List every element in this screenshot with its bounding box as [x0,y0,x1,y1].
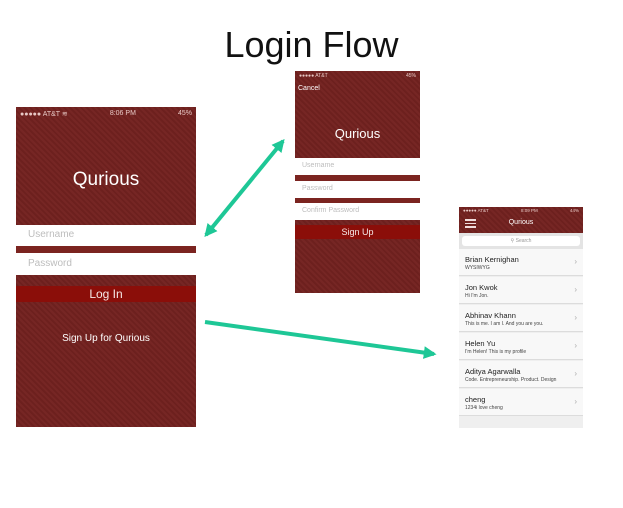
chevron-right-icon: › [574,257,577,266]
field-divider [295,175,420,181]
status-time: 8:06 PM [109,110,136,117]
user-name: Brian Kernighan [465,255,519,264]
search-input[interactable]: ⚲ Search [462,236,580,246]
status-carrier: ●●●●● AT&T [463,208,489,213]
status-battery: 45% [405,73,416,79]
password-field[interactable]: Password [16,253,196,275]
chevron-right-icon: › [574,369,577,378]
user-bio: WYSIWYG [465,265,490,271]
login-footer: Log In Sign Up for Qurious [16,275,196,427]
status-bar: ●●●●● AT&T 45% [295,73,420,79]
chevron-right-icon: › [574,397,577,406]
username-field[interactable]: Username [16,225,196,246]
confirm-password-field[interactable]: Confirm Password [295,203,420,220]
signup-link[interactable]: Sign Up for Qurious [62,333,150,344]
user-bio: 1234i love cheng [465,405,503,411]
search-bar-area: ⚲ Search [459,233,583,249]
user-bio: Hi I'm Jon. [465,293,489,299]
user-name: cheng [465,395,486,404]
user-bio: This is me. I am I. And you are you. [465,321,544,327]
status-battery: 44% [569,208,579,213]
login-screen: ●●●●● AT&T ≋ 8:06 PM 45% Qurious Usernam… [16,107,196,427]
signup-footer: Sign Up [295,220,420,293]
signup-button[interactable]: Sign Up [295,225,420,239]
search-icon: ⚲ [510,238,515,244]
username-field[interactable]: Username [295,158,420,175]
nav-bar: ●●●●● AT&T 8:09 PM 44% Qurious [459,207,583,233]
user-bio: I'm Helen! This is my profile [465,349,527,355]
user-name: Jon Kwok [465,283,498,292]
chevron-right-icon: › [574,341,577,350]
field-divider [16,246,196,253]
login-button[interactable]: Log In [16,286,196,302]
search-placeholder: Search [515,238,532,244]
signup-header: ●●●●● AT&T 45% Cancel Qurious [295,71,420,158]
app-logo-text: Qurious [72,169,140,190]
signup-screen: ●●●●● AT&T 45% Cancel Qurious Username P… [295,71,420,293]
diagram-title: Login Flow [224,24,399,65]
user-bio: Code. Entrepreneurship. Product. Design [465,377,557,383]
user-name: Aditya Agarwalla [465,367,521,376]
user-list-screen: ●●●●● AT&T 8:09 PM 44% Qurious ⚲ Search … [459,207,583,428]
login-list-arrow [204,320,437,359]
login-signup-arrow [204,139,285,237]
chevron-right-icon: › [574,313,577,322]
nav-title: Qurious [508,219,534,226]
status-bar: ●●●●● AT&T ≋ 8:06 PM 45% [16,110,196,118]
status-carrier: ●●●●● AT&T ≋ [20,111,68,118]
password-field[interactable]: Password [295,181,420,198]
hamburger-menu-icon[interactable] [465,219,476,228]
status-time: 8:09 PM [520,208,538,213]
login-header: ●●●●● AT&T ≋ 8:06 PM 45% Qurious [16,107,196,225]
chevron-right-icon: › [574,285,577,294]
status-bar: ●●●●● AT&T 8:09 PM 44% [459,208,583,213]
cancel-button[interactable]: Cancel [298,85,320,92]
status-carrier: ●●●●● AT&T [299,73,328,79]
app-logo-text: Qurious [334,126,381,141]
user-name: Abhinav Khann [465,311,516,320]
status-battery: 45% [177,110,192,117]
user-name: Helen Yu [465,339,496,348]
field-divider [295,198,420,203]
